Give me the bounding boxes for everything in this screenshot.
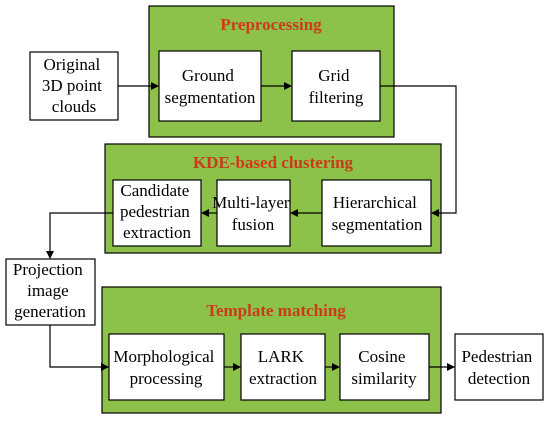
- group-clustering-title: KDE-based clustering: [193, 153, 354, 172]
- node-projection: Projection image generation: [13, 260, 87, 321]
- node-candidate: Candidate pedestrian extraction: [120, 181, 194, 242]
- group-preprocessing-title: Preprocessing: [220, 15, 322, 34]
- node-ground: Ground segmentation: [165, 66, 256, 107]
- arrow-projection-to-morph: [49, 325, 109, 371]
- arrow-grid-to-hierarchical: [380, 85, 457, 217]
- node-morph-box: [108, 333, 225, 401]
- arrow-candidate-to-projection: [46, 212, 113, 259]
- node-fusion-box: [216, 179, 291, 247]
- node-detection-box: [454, 333, 544, 401]
- node-lark: LARK extraction: [249, 347, 317, 388]
- node-original-box: [29, 51, 119, 121]
- node-ground-box: [158, 50, 262, 122]
- node-hierarchical-box: [321, 179, 432, 247]
- node-detection: Pedestrian detection: [461, 347, 536, 388]
- node-grid-box: [291, 50, 381, 122]
- node-morph: Morphological processing: [113, 347, 218, 388]
- node-original: Original 3D point clouds: [42, 55, 106, 116]
- node-projection-box: [5, 258, 96, 326]
- node-cosine-box: [339, 333, 430, 401]
- group-matching-title: Template matching: [206, 301, 346, 320]
- node-grid: Grid filtering: [309, 66, 364, 107]
- node-cosine: Cosine similarity: [351, 347, 417, 388]
- node-hierarchical: Hierarchical segmentation: [332, 193, 423, 234]
- node-fusion: Multi-layer fusion: [212, 193, 294, 234]
- node-lark-box: [240, 333, 326, 401]
